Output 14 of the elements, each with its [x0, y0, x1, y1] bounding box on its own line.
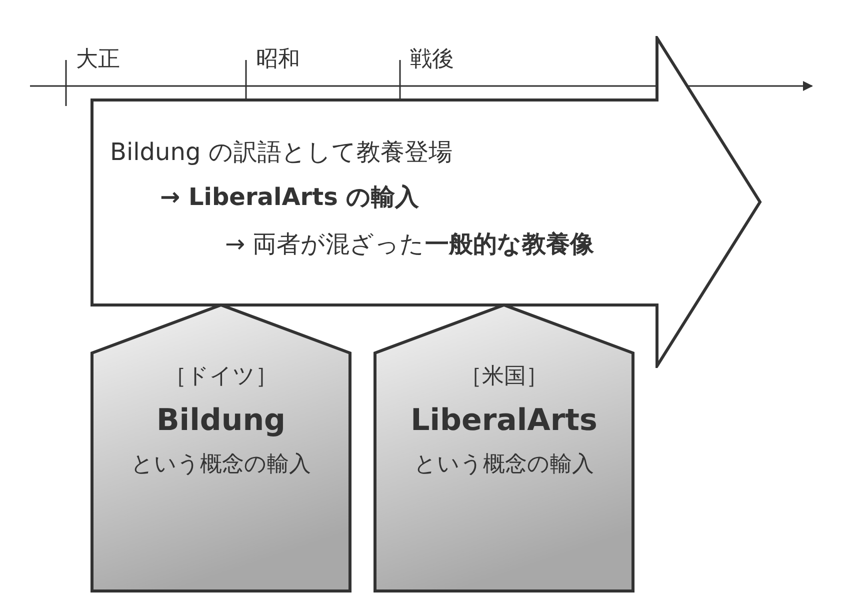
concept-term: Bildung [155, 403, 287, 438]
era-label: 戦後 [410, 46, 454, 74]
era-label: 大正 [76, 46, 120, 74]
era-label: 昭和 [256, 46, 300, 74]
text-line: Bildung の訳語として教養登場 [110, 137, 452, 168]
region-label: ［ドイツ］ [164, 363, 278, 391]
text-line: → LiberalArts の輸入 [160, 182, 420, 213]
pentagon-box [90, 303, 352, 593]
text-line: → 両者が混ざった一般的な教養像 [225, 229, 594, 260]
region-label: ［米国］ [459, 363, 549, 391]
pentagon-box [373, 303, 635, 593]
description-text: という概念の輸入 [130, 451, 312, 479]
concept-term: LiberalArts [410, 403, 598, 438]
description-text: という概念の輸入 [413, 451, 595, 479]
